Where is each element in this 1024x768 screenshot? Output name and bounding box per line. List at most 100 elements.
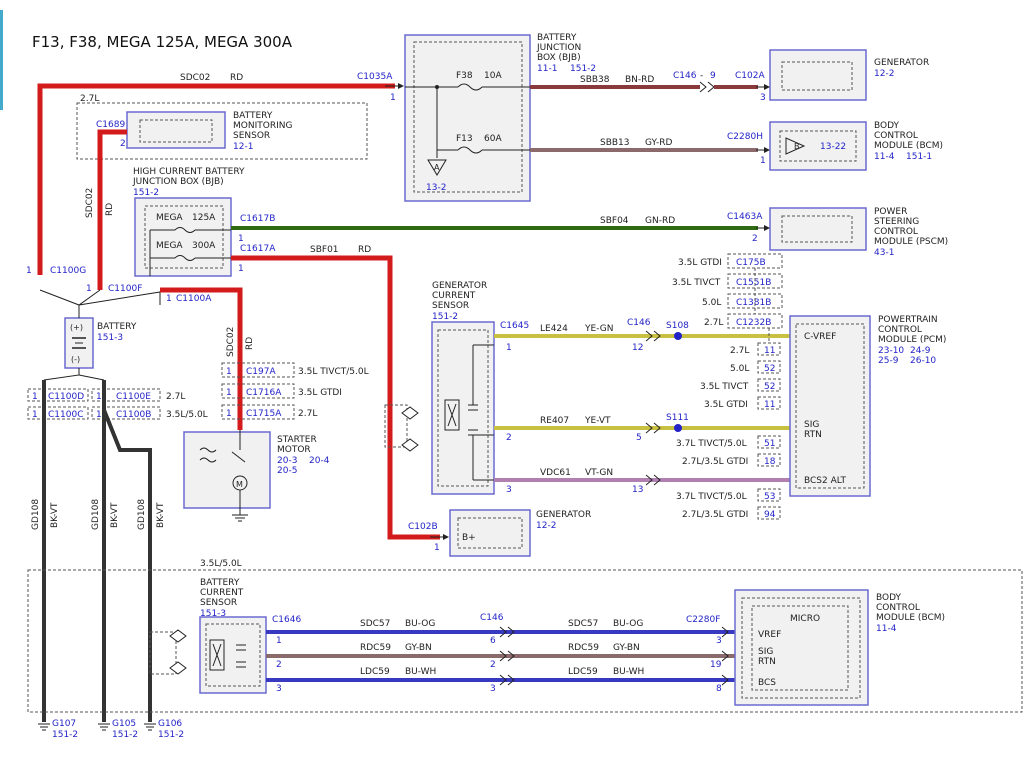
edge-accent: [0, 10, 3, 110]
bms-label-1: BATTERY: [233, 111, 273, 121]
c2280f-pin19: 19: [710, 660, 722, 670]
generator-bot-name: GENERATOR: [536, 510, 591, 520]
c146-mid-conn1-icon: [645, 330, 661, 342]
bcs-label-2: CURRENT: [200, 588, 244, 598]
starter-motor: M STARTER MOTOR 20-3 20-4 20-5: [183, 430, 330, 522]
c102a-id: C102A: [735, 71, 765, 81]
bottom-variant: 3.5L/5.0L: [200, 559, 242, 569]
bcm-bcs-label: BCS: [758, 678, 776, 688]
pcm-conn-1-variant: 3.5L TIVCT: [672, 278, 721, 288]
pcm-label-3: MODULE (PCM): [878, 335, 946, 345]
c2280h-id: C2280H: [727, 132, 763, 142]
bcm-top-inner-ref: 13-22: [820, 142, 846, 152]
bcm-bot-ref: 11-4: [876, 624, 897, 634]
bjb-label-1: BATTERY: [537, 33, 577, 43]
sdc02-v2-color: RD: [245, 337, 255, 350]
c146-bot-conn1-icon: [499, 626, 515, 638]
hcbjb-label-2: JUNCTION BOX (BJB): [132, 177, 224, 187]
hcbjb-ref: 151-2: [133, 188, 159, 198]
battery-negative-connectors: 1 C1100D 1 C1100C 1 C1100E 2.7L 1 C1100B…: [27, 388, 208, 420]
rdc59-a-code: RDC59: [360, 643, 391, 653]
c1035a-id: C1035A: [357, 72, 393, 82]
c1645-id: C1645: [500, 321, 529, 331]
mega-125-id: MEGA: [156, 213, 183, 223]
bcm-top-buffer-icon: [785, 137, 806, 155]
bms-ref: 12-1: [233, 142, 253, 152]
fuse-f13-icon: [457, 146, 483, 154]
c1100e-variant: 2.7L: [166, 392, 185, 402]
vdc61-color: VT-GN: [585, 468, 613, 478]
battery-minus: (-): [71, 355, 80, 364]
c2280f-pin8: 8: [716, 684, 722, 694]
c1100b-variant: 3.5L/5.0L: [166, 410, 208, 420]
c1645-pin1: 1: [506, 343, 512, 353]
c1100b-pin: 1: [96, 410, 102, 420]
c1716a-pin: 1: [226, 388, 232, 398]
sbb13-color: GY-RD: [645, 138, 672, 148]
ground-g105: G105 151-2: [98, 719, 138, 740]
c1645-pin2: 2: [506, 433, 512, 443]
vdc61-code: VDC61: [540, 468, 571, 478]
high-current-bjb: HIGH CURRENT BATTERY JUNCTION BOX (BJB) …: [132, 167, 245, 277]
starter-connectors: 1 C197A 3.5L TIVCT/5.0L 1 C1716A 3.5L GT…: [221, 362, 369, 420]
pcm-conn-3-variant: 2.7L: [704, 318, 723, 328]
pcm-conn-2-id: C1381B: [736, 298, 771, 308]
battery-monitoring-sensor: 2.7L BATTERY MONITORING SENSOR 12-1: [76, 94, 368, 160]
sdc57-b-code: SDC57: [568, 619, 598, 629]
starter-label-1: STARTER: [277, 435, 317, 445]
sdc02-v2-code: SDC02: [226, 327, 236, 357]
generator-bottom: B+ GENERATOR 12-2: [449, 509, 591, 557]
c146-mid-pin12: 12: [632, 343, 643, 353]
gd108-2-color: BK-VT: [110, 502, 120, 528]
sdc57-a-color: BU-OG: [405, 619, 435, 629]
pcm-sig-0-variant: 3.7L TIVCT/5.0L: [676, 439, 747, 449]
bcm-bot-label-3: MODULE (BCM): [876, 613, 945, 623]
rdc59-b-code: RDC59: [568, 643, 599, 653]
battery-junction-box: BATTERY JUNCTION BOX (BJB) 11-1 151-2 13…: [404, 33, 596, 202]
bottom-variant-box: [27, 569, 1023, 713]
c1715a-pin: 1: [226, 409, 232, 419]
c102b-pin: 1: [434, 543, 440, 553]
pcm-ref3: 25-9: [878, 356, 899, 366]
g107-ref: 151-2: [52, 730, 78, 740]
ldc59-a-code: LDC59: [360, 667, 390, 677]
re407-code: RE407: [540, 416, 569, 426]
sbb38-color: BN-RD: [625, 75, 654, 85]
pcm-sig-1-pin: 18: [764, 457, 776, 467]
mega-125-fuse-icon: [174, 227, 196, 233]
c1100c-pin: 1: [32, 410, 38, 420]
pscm-label-3: CONTROL: [874, 227, 918, 237]
bcm-top-label-1: BODY: [874, 121, 900, 131]
c1617a-pin: 1: [238, 264, 244, 274]
wire-sdc02-top: [37, 83, 395, 275]
generator-bot-terminal: B+: [462, 533, 476, 543]
sbb13-code: SBB13: [600, 138, 630, 148]
c146-bot-pin2: 2: [490, 660, 496, 670]
pcm-ref2: 24-9: [910, 346, 931, 356]
pcm-rtn-label: RTN: [804, 430, 822, 440]
wire-gd108-3: [102, 409, 152, 722]
c102a-pin: 3: [760, 93, 766, 103]
gd108-3-color: BK-VT: [156, 502, 166, 528]
battery-ref: 151-3: [97, 333, 123, 343]
wire-bms-feed: [97, 129, 127, 290]
pcm-conn-2-variant: 5.0L: [702, 298, 721, 308]
pcm-vref-2-variant: 3.5L TIVCT: [700, 382, 749, 392]
battery-plus-tree: [39, 289, 161, 318]
diagram-title: F13, F38, MEGA 125A, MEGA 300A: [32, 33, 293, 51]
fuse-f13-rating: 60A: [484, 134, 502, 144]
bcm-top: B 13-22 BODY CONTROL MODULE (BCM) 11-4 1…: [769, 121, 943, 171]
c1100f-id: C1100F: [108, 284, 142, 294]
le424-code: LE424: [540, 324, 568, 334]
c1617b-id: C1617B: [240, 214, 275, 224]
pcm-sig-label: SIG: [804, 420, 819, 430]
pcm-sig-1-variant: 2.7L/3.5L GTDI: [682, 457, 748, 467]
bcm-top-label-3: MODULE (BCM): [874, 141, 943, 151]
pcm-alt-1-variant: 2.7L/3.5L GTDI: [682, 510, 748, 520]
c146-top-connector-icon: [699, 81, 715, 93]
gd108-2-code: GD108: [91, 499, 101, 530]
c1463a-pin: 2: [752, 234, 758, 244]
g106-ref: 151-2: [158, 730, 184, 740]
fuse-f38-id: F38: [456, 71, 473, 81]
fuse-f13-id: F13: [456, 134, 473, 144]
